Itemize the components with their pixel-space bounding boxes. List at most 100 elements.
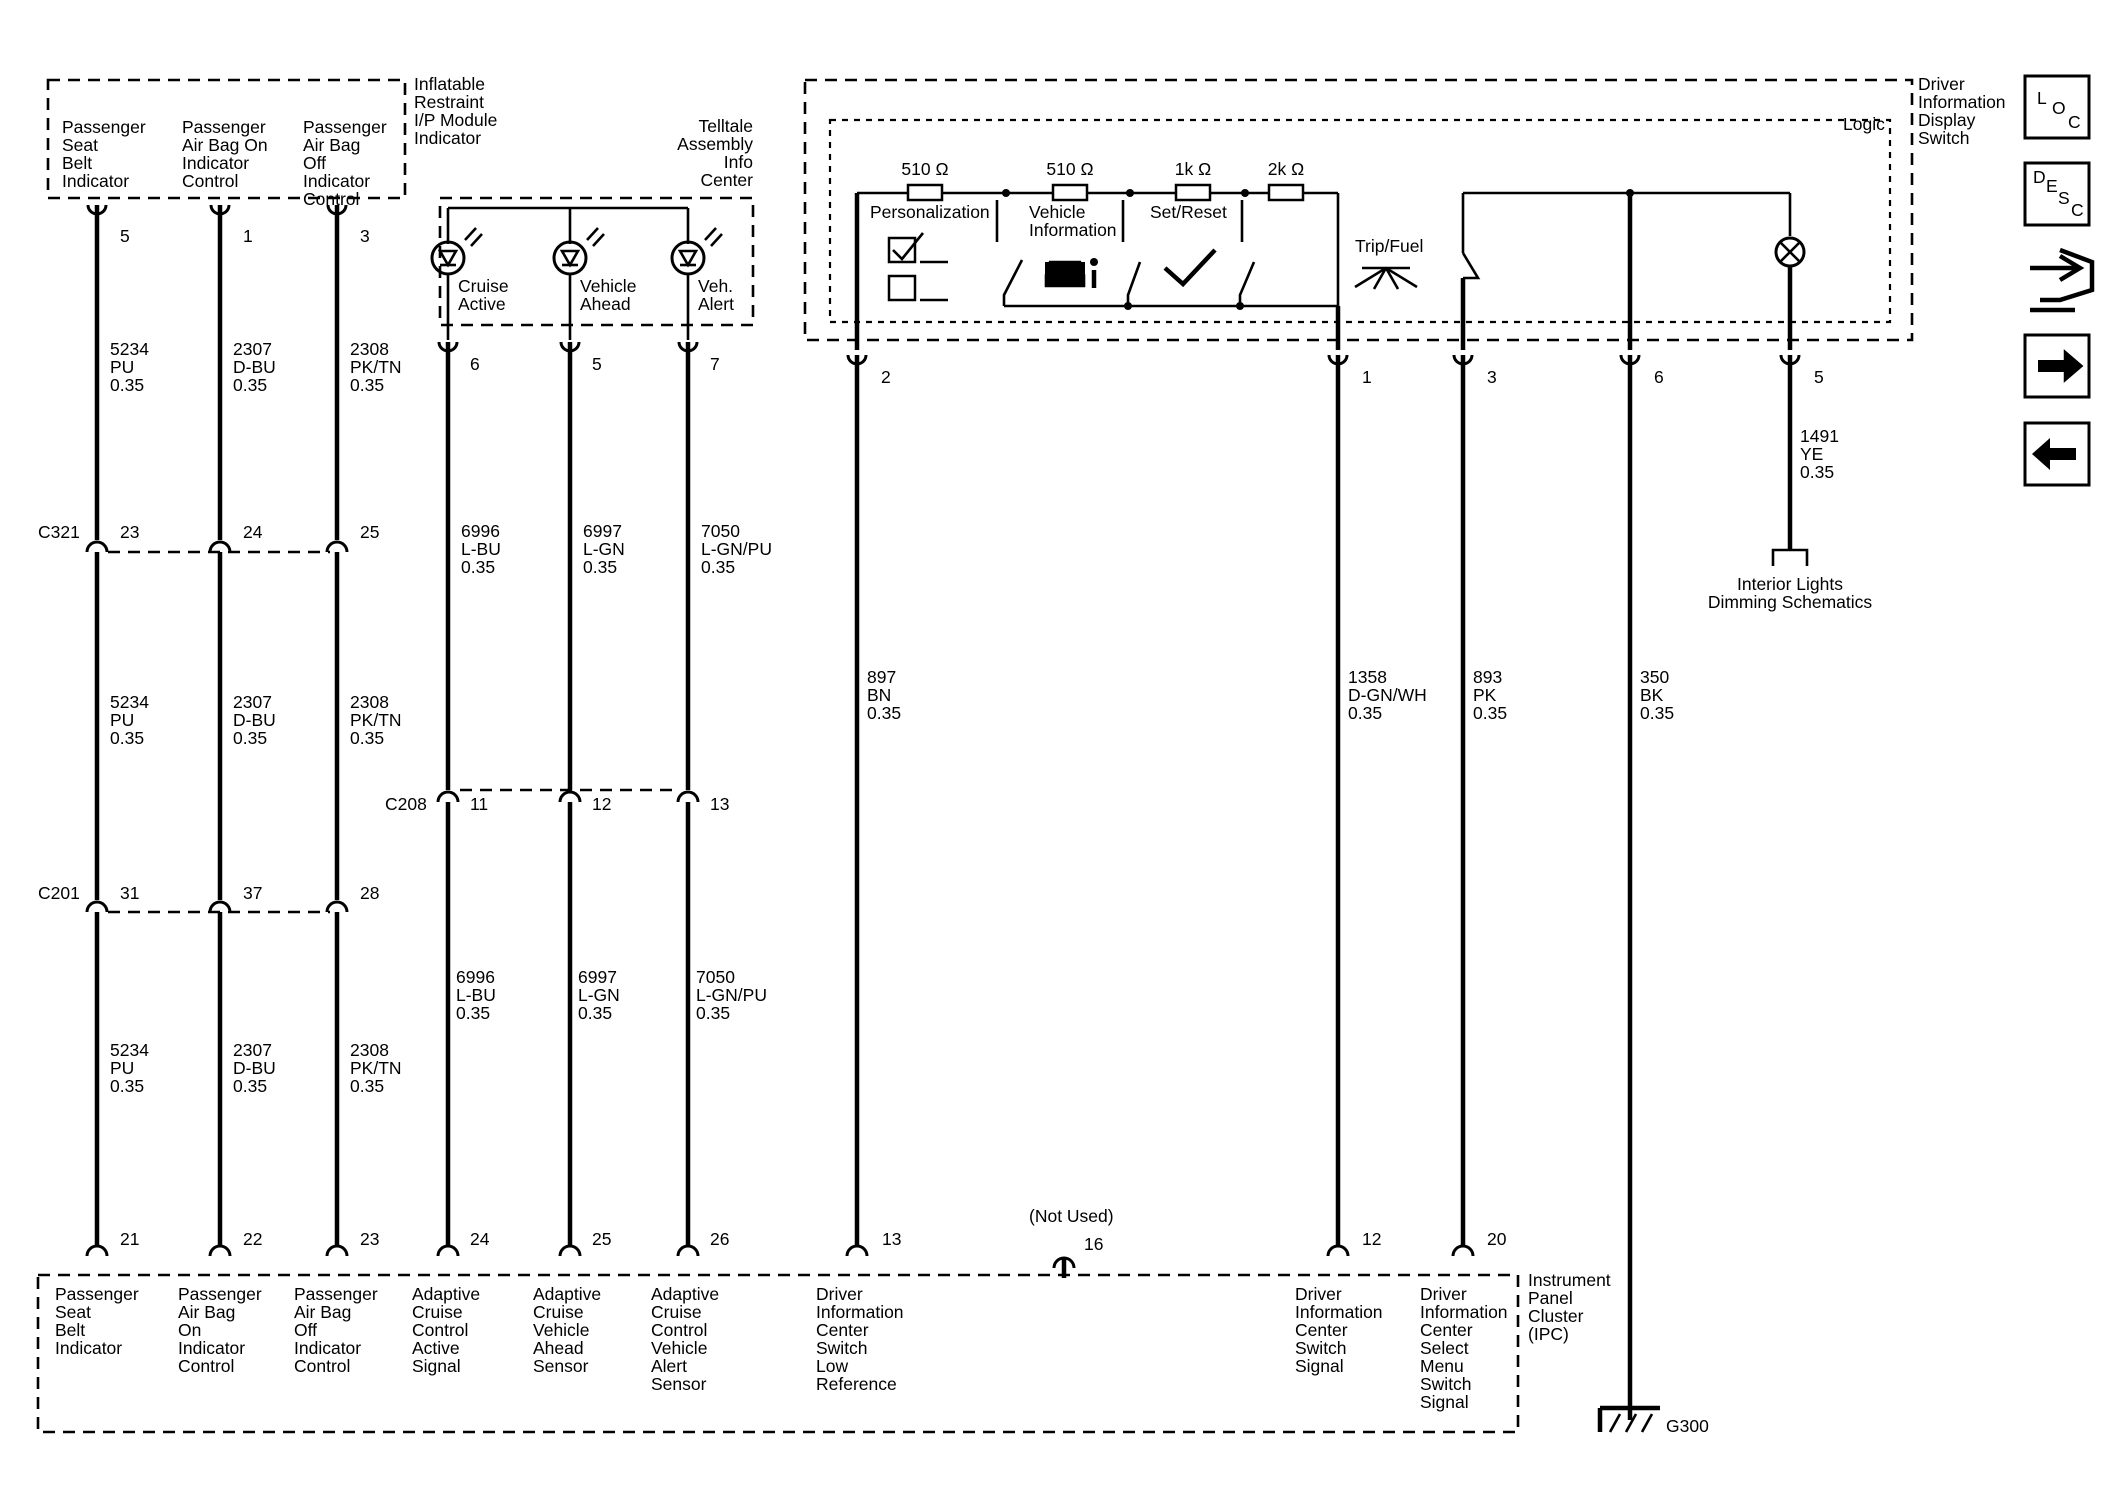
ipc-signal-label: Cruise <box>651 1302 702 1322</box>
wire-spec: D-BU <box>233 710 276 730</box>
wire-spec: 0.35 <box>696 1003 730 1023</box>
ground-label: G300 <box>1666 1416 1709 1436</box>
wire-spec: D-BU <box>233 357 276 377</box>
terminal <box>85 1244 109 1257</box>
car-icon-fill <box>1045 262 1085 286</box>
telltale-name: Telltale <box>699 116 753 136</box>
pin-number: 22 <box>243 1229 262 1249</box>
connector-pin <box>208 540 232 553</box>
check-icon <box>1163 248 1217 288</box>
inflatable-indicator-label: Indicator <box>62 171 129 191</box>
wire-spec: BK <box>1640 685 1664 705</box>
ipc-signal-label: Information <box>1295 1302 1383 1322</box>
terminal <box>845 1244 869 1257</box>
ipc-signal-label: Select <box>1420 1338 1469 1358</box>
telltale-label: Active <box>458 294 506 314</box>
lamp-icon <box>1774 236 1806 268</box>
ipc-signal-label: Switch <box>816 1338 868 1358</box>
wire-spec: PK <box>1473 685 1497 705</box>
wire-spec: 2308 <box>350 339 389 359</box>
did-switch-name: Driver <box>1918 74 1965 94</box>
ground-hatch <box>1608 1413 1622 1433</box>
telltale-name: Info <box>724 152 753 172</box>
ipc-signal-label: On <box>178 1320 201 1340</box>
ipc-signal-label: Adaptive <box>533 1284 601 1304</box>
ipc-signal-label: Control <box>294 1356 350 1376</box>
connector-pin <box>325 900 349 913</box>
connector-wrench-icon[interactable] <box>2030 247 2095 313</box>
pin-number: 2 <box>881 367 891 387</box>
telltale-box <box>438 196 755 327</box>
pin-number: 23 <box>360 1229 379 1249</box>
wire-spec: 0.35 <box>456 1003 490 1023</box>
vehicle-information-label: Vehicle <box>1029 202 1085 222</box>
connector-pin <box>676 790 700 803</box>
wire-spec: 6996 <box>456 967 495 987</box>
wire-spec: L-BU <box>456 985 496 1005</box>
wire-spec: 0.35 <box>350 728 384 748</box>
terminal <box>325 1244 349 1257</box>
pin-number: 20 <box>1487 1229 1507 1249</box>
wires <box>94 191 1793 1420</box>
pin-number: 16 <box>1084 1234 1103 1254</box>
led-ray <box>470 233 483 247</box>
ipc-signal-label: Control <box>178 1356 234 1376</box>
pin-number: 25 <box>592 1229 611 1249</box>
wire-spec: PU <box>110 710 134 730</box>
led-icon <box>430 240 466 276</box>
wire-spec: PU <box>110 357 134 377</box>
info-dot-icon <box>1090 258 1098 266</box>
junction-dot <box>1626 189 1634 197</box>
wire-spec: L-BU <box>461 539 501 559</box>
led-diode <box>677 249 699 268</box>
terminal <box>436 1244 460 1257</box>
junction-dot <box>1126 189 1134 197</box>
ipc-signal-label: Reference <box>816 1374 897 1394</box>
resistor <box>1174 183 1212 202</box>
switch-contact <box>1002 259 1024 306</box>
ipc-signal-label: Passenger <box>55 1284 139 1304</box>
inflatable-module-name: I/P Module <box>414 110 497 130</box>
resistor <box>1267 183 1305 202</box>
wire-spec: 0.35 <box>1640 703 1674 723</box>
wire-spec: 2307 <box>233 339 272 359</box>
connector-label: C201 <box>38 883 80 903</box>
ipc-signal-label: Active <box>412 1338 460 1358</box>
pin-number: 3 <box>360 226 370 246</box>
pin-number: 23 <box>120 522 139 542</box>
ipc-signal-label: Vehicle <box>533 1320 589 1340</box>
ipc-signal-label: Indicator <box>55 1338 122 1358</box>
pin-number: 12 <box>592 794 611 814</box>
trip-fuel-icon <box>1354 266 1418 290</box>
junction-dot <box>1002 189 1010 197</box>
wire-spec: 7050 <box>701 521 740 541</box>
ipc-name: Instrument <box>1528 1270 1611 1290</box>
desc-letter: E <box>2046 176 2058 196</box>
ipc-signal-label: Driver <box>1420 1284 1467 1304</box>
inflatable-indicator-label: Control <box>303 189 359 209</box>
ipc-signal-label: Signal <box>1295 1356 1344 1376</box>
wire-spec: 0.35 <box>867 703 901 723</box>
did-switch-name: Display <box>1918 110 1976 130</box>
resistor-value: 1k Ω <box>1175 159 1211 179</box>
wire-spec: 0.35 <box>1800 462 1834 482</box>
desc-letter: D <box>2033 167 2046 187</box>
resistor-value: 510 Ω <box>1046 159 1093 179</box>
checkbox-icon <box>887 236 917 264</box>
connector-pin <box>436 790 460 803</box>
inflatable-indicator-label: Passenger <box>182 117 266 137</box>
arrow-left-icon[interactable] <box>2023 421 2091 487</box>
resistor <box>1051 183 1089 202</box>
led-icon <box>552 240 588 276</box>
pin-number: 1 <box>243 226 253 246</box>
loc-letter: C <box>2068 112 2081 132</box>
ipc-signal-label: Control <box>412 1320 468 1340</box>
arrow-right-icon[interactable] <box>2023 333 2091 399</box>
ipc-signal-label: Signal <box>1420 1392 1469 1412</box>
pin-number: 5 <box>1814 367 1824 387</box>
